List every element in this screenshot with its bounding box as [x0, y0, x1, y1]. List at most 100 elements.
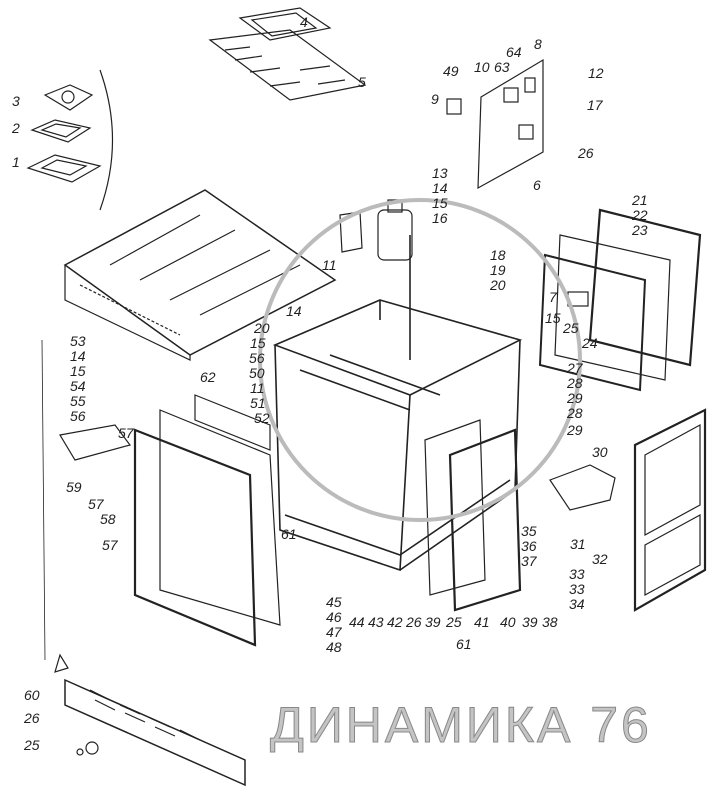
callout-label: 5	[358, 74, 366, 90]
callout-label: 9	[431, 91, 439, 107]
callout-label: 56	[249, 350, 265, 366]
callout-label: 23	[632, 222, 648, 238]
callout-label: 6	[533, 177, 541, 193]
callout-label: 38	[542, 614, 558, 630]
callout-label: 46	[326, 609, 342, 625]
callout-label: 21	[632, 192, 648, 208]
callout-label: 64	[506, 44, 522, 60]
callout-label: 13	[432, 165, 448, 181]
callout-label: 57	[102, 537, 118, 553]
washer-tank	[339, 199, 413, 261]
bolt	[85, 741, 99, 755]
callout-label: 42	[387, 614, 403, 630]
watermark: ДИНАМИКА 76	[270, 697, 652, 753]
callout-label: 18	[490, 247, 506, 263]
callout-label: 19	[490, 262, 506, 278]
callout-label: 26	[24, 710, 40, 726]
callout-label: 25	[24, 737, 40, 753]
roof-panel	[63, 189, 337, 361]
bolt	[76, 748, 84, 756]
callout-label: 25	[563, 320, 579, 336]
callout-label: 11	[250, 380, 265, 396]
callout-label: 29	[567, 390, 583, 406]
callout-label: 63	[494, 59, 510, 75]
bracket-line	[99, 69, 114, 211]
callout-label: 24	[582, 335, 598, 351]
callout-label: 25	[446, 614, 462, 630]
callout-label: 28	[567, 375, 583, 391]
callout-label: 31	[570, 536, 586, 552]
callout-label: 53	[70, 333, 86, 349]
callout-label: 57	[88, 496, 104, 512]
callout-label: 60	[24, 687, 40, 703]
roof-hatch-part	[238, 7, 332, 41]
callout-label: 28	[567, 405, 583, 421]
callout-label: 47	[326, 624, 342, 640]
callout-label: 58	[100, 511, 116, 527]
callout-label: 45	[326, 594, 342, 610]
callout-label: 51	[250, 395, 266, 411]
callout-label: 15	[70, 363, 86, 379]
callout-label: 14	[70, 348, 86, 364]
callout-label: 7	[549, 289, 557, 305]
callout-label: 10	[474, 59, 490, 75]
callout-label: 40	[500, 614, 516, 630]
callout-label: 55	[70, 393, 86, 409]
door-inner	[424, 419, 486, 596]
callout-label: 1	[12, 154, 20, 170]
seat-part	[549, 464, 616, 511]
callout-label: 12	[588, 65, 604, 81]
callout-label: 14	[432, 180, 448, 196]
callout-label: 61	[456, 636, 472, 652]
callout-label: 30	[592, 444, 608, 460]
callout-label: 3	[12, 93, 20, 109]
callout-label: 50	[249, 365, 265, 381]
callout-label: 52	[254, 410, 270, 426]
callout-label: 33	[569, 566, 585, 582]
callout-label: 41	[474, 614, 490, 630]
callout-label: 15	[432, 195, 448, 211]
callout-label: 8	[534, 36, 542, 52]
callout-label: 34	[569, 596, 585, 612]
callout-label: 29	[567, 422, 583, 438]
callout-label: 27	[567, 360, 583, 376]
callout-label: 44	[349, 614, 365, 630]
callout-label: 22	[632, 207, 648, 223]
callout-label: 48	[326, 639, 342, 655]
callout-label: 11	[322, 257, 337, 273]
callout-label: 37	[521, 553, 537, 569]
callout-label: 26	[406, 614, 422, 630]
callout-label: 56	[70, 408, 86, 424]
watermark-ring	[258, 198, 582, 522]
rear-window	[538, 208, 702, 392]
callout-label: 36	[521, 538, 537, 554]
roof-inner-panel	[208, 29, 367, 101]
callout-label: 61	[281, 526, 297, 542]
left-trim-panel	[194, 394, 271, 451]
callout-label: 15	[545, 310, 561, 326]
callout-label: 33	[569, 581, 585, 597]
callout-label: 57	[118, 425, 134, 441]
switch-panel	[59, 424, 132, 461]
callout-label: 54	[70, 378, 86, 394]
door-seal	[448, 428, 522, 612]
callout-label: 59	[66, 479, 82, 495]
vent-parts	[26, 84, 102, 183]
callout-label: 2	[12, 120, 20, 136]
guide-line	[41, 339, 46, 661]
callout-label: 20	[254, 320, 270, 336]
left-side-panel	[133, 409, 281, 647]
callout-label: 20	[490, 277, 506, 293]
callout-label: 16	[432, 210, 448, 226]
callout-label: 62	[200, 369, 216, 385]
front-grille	[54, 653, 246, 787]
right-door	[633, 408, 707, 612]
callout-label: 26	[578, 145, 594, 161]
callout-label: 32	[592, 551, 608, 567]
callout-label: 15	[250, 335, 266, 351]
callout-label: 14	[286, 303, 302, 319]
callout-label: 43	[368, 614, 384, 630]
callout-label: 35	[521, 523, 537, 539]
